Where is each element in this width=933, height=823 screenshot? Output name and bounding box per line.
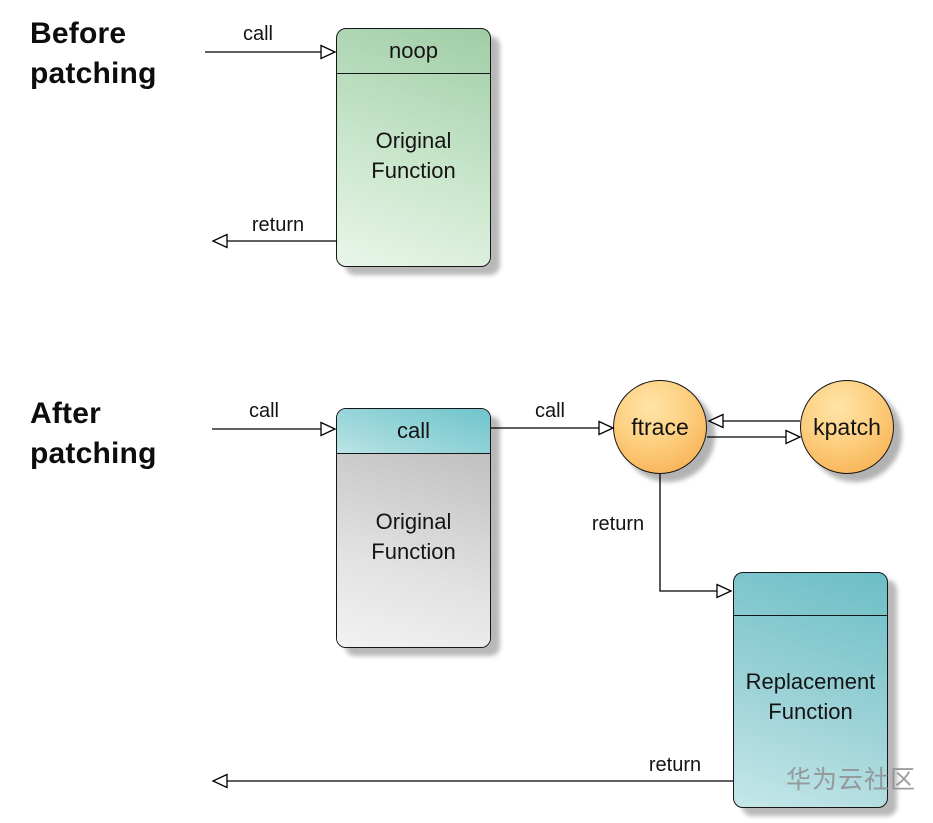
replacement-return-label: return (648, 754, 702, 776)
huawei-cloud-watermark: 华为云社区 (786, 766, 917, 794)
after-original-function-box: call Original Function (336, 408, 491, 648)
after-call-out-arrow (491, 420, 615, 436)
before-box-header: noop (337, 29, 490, 74)
before-call-arrowhead-icon (320, 44, 337, 60)
replacement-box-header (734, 573, 887, 616)
before-box-body-label: Original Function (371, 128, 456, 183)
after-call-in-arrow (212, 421, 337, 437)
before-return-arrowhead-icon (211, 233, 228, 249)
ftrace-return-arrowhead-icon (716, 583, 733, 599)
kpatch-to-ftrace-arrowhead-icon (707, 413, 724, 429)
after-patching-title: After patching (30, 397, 157, 470)
ftrace-node: ftrace (613, 380, 707, 474)
replacement-return-arrow (211, 773, 733, 789)
kpatch-node: kpatch (800, 380, 894, 474)
after-call-out-arrowhead-icon (598, 420, 615, 436)
after-box-header: call (337, 409, 490, 454)
before-call-label: call (242, 23, 274, 45)
before-patching-title: Before patching (30, 17, 157, 90)
ftrace-return-arrow (659, 474, 733, 599)
before-original-function-box: noop Original Function (336, 28, 491, 267)
ftrace-to-kpatch-arrowhead-icon (785, 429, 802, 445)
ftrace-return-label: return (591, 513, 645, 535)
before-return-label: return (251, 214, 305, 236)
before-call-arrow (205, 44, 337, 60)
before-return-arrow (211, 233, 337, 249)
replacement-function-box: Replacement Function (733, 572, 888, 808)
ftrace-label: ftrace (631, 413, 689, 440)
kpatch-to-ftrace-arrow (707, 413, 800, 429)
ftrace-to-kpatch-arrow (707, 429, 802, 445)
after-call-out-label: call (534, 400, 566, 422)
replacement-box-body-label: Replacement Function (745, 668, 876, 724)
ftrace-return-path (659, 474, 717, 592)
replacement-return-arrowhead-icon (211, 773, 228, 789)
after-call-in-arrowhead-icon (320, 421, 337, 437)
kpatch-label: kpatch (813, 413, 881, 440)
after-call-in-label: call (248, 400, 280, 422)
after-box-body-label: Original Function (337, 454, 490, 647)
